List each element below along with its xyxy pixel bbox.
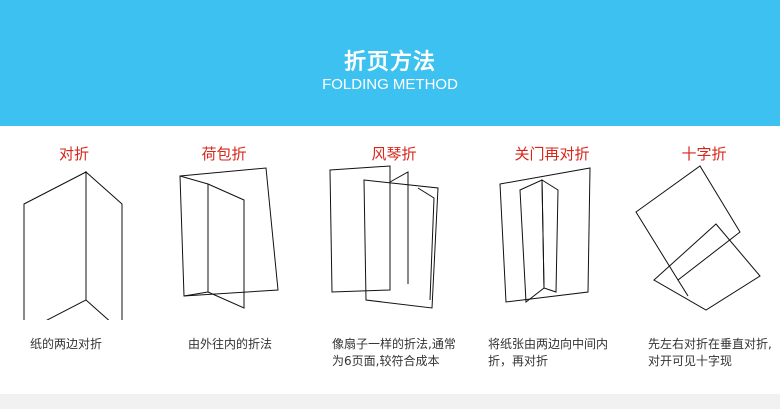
pocket-fold-diagram: [179, 167, 279, 309]
page-subtitle: FOLDING METHOD: [322, 76, 458, 93]
accordion-panel-2: [363, 179, 439, 309]
half-fold-diagram: [23, 170, 123, 320]
method-title-pocket-fold: 荷包折: [201, 145, 247, 163]
accordion-fold-line-1: [389, 171, 409, 284]
cross-fold-lower-square: [653, 223, 761, 311]
gate-fold-right-flap: [541, 179, 559, 293]
cross-fold-overlap: [677, 279, 689, 297]
accordion-fold-diagram: [329, 165, 439, 309]
half-fold-right-panel: [85, 170, 123, 320]
method-title-half-fold: 对折: [58, 145, 89, 163]
method-title-gate-fold: 关门再对折: [514, 145, 590, 163]
cross-fold-diagram: [635, 165, 761, 311]
method-title-accordion-fold: 风琴折: [371, 145, 417, 163]
accordion-panel-1: [329, 165, 391, 293]
page-title: 折页方法: [343, 50, 436, 75]
header-banner: 折页方法 FOLDING METHOD: [0, 0, 780, 126]
method-desc-gate-fold: 将纸张由两边向中间内折，再对折: [488, 337, 609, 368]
pocket-fold-inner-panel: [207, 183, 245, 309]
method-desc-half-fold: 纸的两边对折: [30, 337, 103, 351]
method-desc-accordion-fold: 像扇子一样的折法,通常为6页面,较符合成本: [332, 337, 456, 368]
method-title-cross-fold: 十字折: [681, 145, 727, 163]
pocket-fold-edge: [179, 175, 209, 185]
method-desc-cross-fold: 先左右对折在垂直对折,对开可见十字现: [648, 337, 772, 368]
gate-fold-left-flap: [519, 179, 545, 303]
gate-fold-diagram: [499, 167, 591, 303]
footer-strip: [0, 394, 780, 409]
pocket-fold-edge-bottom: [183, 291, 209, 297]
pocket-fold-back-panel: [179, 167, 279, 297]
half-fold-left-panel: [23, 171, 87, 320]
method-desc-pocket-fold: 由外往内的折法: [188, 337, 273, 351]
gate-fold-outer: [499, 167, 591, 303]
cross-fold-upper-square: [635, 165, 741, 281]
accordion-fold-line-2: [417, 187, 435, 301]
